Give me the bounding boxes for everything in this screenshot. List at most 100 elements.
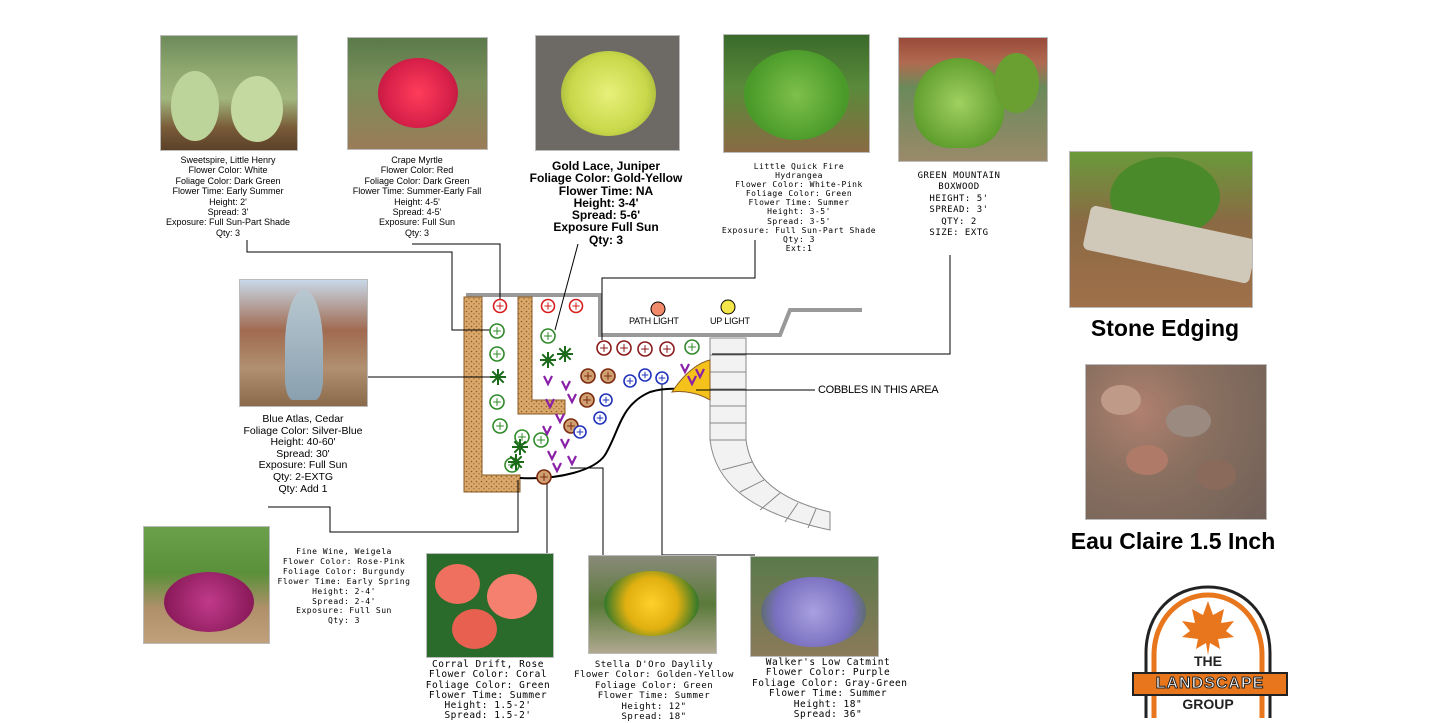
juniper-symbol	[540, 352, 556, 368]
walkway	[709, 337, 831, 531]
daylily-label-line: Height: 12"	[621, 701, 687, 712]
daylily-symbol	[545, 398, 555, 410]
weigela-label-line: Flower Color: Rose-Pink	[282, 556, 406, 566]
up-light-label: UP LIGHT	[710, 316, 750, 326]
weigela-symbol-mark	[663, 345, 671, 353]
rose-label-line: Spread: 1.5-2'	[444, 710, 532, 722]
crape-myrtle-symbol-mark	[496, 302, 504, 310]
stone-edging-photo	[1069, 151, 1253, 308]
weigela-label-line: Spread: 2-4'	[312, 596, 376, 606]
cobbles-label: COBBLES IN THIS AREA	[818, 384, 939, 396]
sweetspire-label-line: Flower Color: White	[188, 165, 268, 176]
hydrangea-symbol-mark	[688, 343, 696, 351]
house-outline	[466, 293, 862, 337]
juniper-label-line: Flower Time: NA	[558, 183, 654, 198]
boxwood-symbol-mark	[544, 332, 552, 340]
daylily-symbol	[552, 462, 562, 474]
cedar-label-line: Height: 40-60'	[270, 436, 336, 449]
hydrangea-label-line: Spread: 3-5'	[767, 216, 831, 226]
daylily-label-line: Spread: 18"	[621, 712, 687, 723]
sweetspire-symbol-mark	[537, 436, 545, 444]
crape-myrtle-label-line: Foliage Color: Dark Green	[364, 175, 470, 186]
rose-label-line: Corral Drift, Rose	[432, 659, 544, 670]
rose-label-line: Flower Color: Coral	[428, 669, 548, 681]
weigela-label-line: Foliage Color: Burgundy	[282, 566, 406, 576]
cedar-label-line: Spread: 30'	[276, 447, 330, 460]
daylily-label-line: Stella D'Oro Daylily	[594, 660, 714, 670]
hydrangea-label-line: Foliage Color: Green	[745, 189, 853, 199]
crape-myrtle-label-line: Qty: 3	[404, 227, 429, 238]
logo-name: LANDSCAPE	[1132, 672, 1288, 696]
boxwood-label-line: SIZE: EXTG	[929, 228, 989, 239]
hydrangea-label-line: Qty: 3	[783, 234, 815, 244]
daylily-symbol	[543, 375, 553, 387]
weigela-label-line: Height: 2-4'	[312, 586, 376, 596]
landscape-group-logo: THE LANDSCAPE GROUP	[1132, 583, 1288, 718]
sweetspire-photo	[160, 35, 298, 151]
catmint-symbol-mark	[626, 377, 634, 385]
catmint-label-line: Spread: 36"	[793, 709, 863, 721]
rose-label-line: Height: 1.5-2'	[444, 700, 532, 712]
crape-myrtle-label-line: Spread: 4-5'	[392, 207, 442, 218]
hydrangea-label-line: Hydrangea	[775, 171, 823, 181]
catmint-symbol-mark	[602, 396, 610, 404]
logo-arch-icon	[1144, 585, 1272, 718]
rose-photo	[426, 553, 554, 658]
rose-symbol-mark	[567, 422, 575, 430]
weigela-label-line: Exposure: Full Sun	[296, 606, 392, 616]
cedar-photo	[239, 279, 368, 407]
cedar-label-line: Qty: Add 1	[278, 482, 328, 495]
sweetspire-label-line: Spread: 3'	[207, 207, 249, 218]
sweetspire-symbol-mark	[518, 433, 526, 441]
catmint-photo	[750, 556, 879, 657]
catmint-symbol-mark	[576, 428, 584, 436]
up-light-icon	[720, 299, 736, 315]
cedar-label-line: Foliage Color: Silver-Blue	[243, 424, 363, 437]
hydrangea-label-line: Ext:1	[785, 243, 813, 253]
juniper-symbol	[557, 346, 573, 362]
cedar-label-line: Qty: 2-EXTG	[272, 470, 334, 483]
rose-label-line: Flower Time: Summer	[428, 689, 548, 701]
rose-symbol-mark	[584, 372, 592, 380]
catmint-label-line: Flower Time: Summer	[768, 688, 888, 700]
hydrangea-label-line: Little Quick Fire	[753, 162, 845, 171]
hydrangea-label-line: Height: 3-5'	[767, 207, 831, 217]
bed-border	[463, 296, 566, 493]
daylily-symbol	[680, 363, 690, 375]
daylily-symbol	[695, 368, 705, 380]
daylily-symbol	[547, 450, 557, 462]
sweetspire-label-line: Qty: 3	[215, 227, 240, 238]
juniper-label-line: Spread: 5-6'	[571, 208, 641, 223]
boxwood-symbol-mark	[493, 350, 501, 358]
juniper-label-line: Exposure Full Sun	[553, 220, 659, 235]
catmint-symbol-mark	[596, 414, 604, 422]
sweetspire-label-line: Flower Time: Early Summer	[172, 186, 284, 197]
maple-leaf-icon	[1182, 601, 1234, 655]
crape-myrtle-label-line: Crape Myrtle	[391, 155, 443, 165]
cedar-label-line: Blue Atlas, Cedar	[262, 413, 344, 425]
hydrangea-photo	[723, 34, 870, 153]
boxwood-label-line: BOXWOOD	[938, 182, 980, 193]
sweetspire-label-line: Exposure: Full Sun-Part Shade	[165, 217, 291, 228]
sweetspire-label-line: Sweetspire, Little Henry	[180, 155, 276, 165]
boxwood-symbol-mark	[496, 422, 504, 430]
crape-myrtle-symbol-mark	[544, 302, 552, 310]
stone-edging-title: Stone Edging	[1090, 315, 1240, 341]
leader-lines	[246, 240, 951, 557]
juniper-symbol	[508, 454, 524, 470]
juniper-label-line: Height: 3-4'	[573, 195, 639, 210]
weigela-symbol-mark	[620, 344, 628, 352]
daylily-photo	[588, 555, 717, 654]
sweetspire-label-line: Foliage Color: Dark Green	[175, 175, 281, 186]
catmint-label-line: Flower Color: Purple	[765, 667, 891, 679]
weigela-label-line: Qty: 3	[328, 616, 360, 626]
juniper-photo	[535, 35, 680, 151]
juniper-label-line: Foliage Color: Gold-Yellow	[529, 171, 683, 186]
